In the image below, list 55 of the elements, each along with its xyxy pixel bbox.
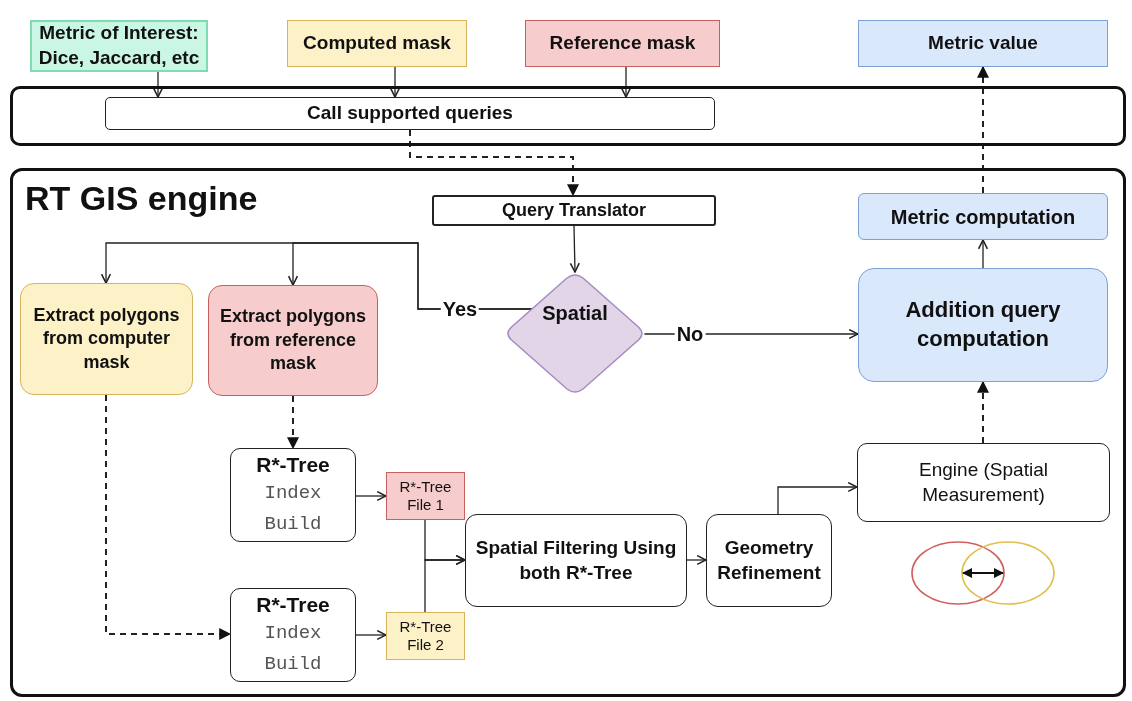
process-box [858,193,1108,240]
box-label: Reference mask [549,31,696,56]
arrow [977,380,989,444]
box-subtitle: Index Build [263,481,323,537]
box-label: R*-Tree File 2 [398,618,453,654]
box-label: Computed mask [303,31,451,56]
arrow [977,239,989,269]
box-label: Engine (Spatial Measurement) [918,457,1049,507]
process-box [857,443,1110,522]
box-label: R*-Tree File 1 [398,478,453,514]
arrow [977,65,989,194]
box-label: Metric of Interest: Dice, Jaccard, etc [37,21,201,70]
box-label: Query Translator [501,198,647,222]
process-box [858,268,1108,382]
box-title: R*-Tree [256,591,330,618]
output-box [858,20,1108,67]
process-box [20,283,193,395]
process-box [105,97,715,130]
process-box [432,195,716,226]
process-box [230,588,356,682]
box-label: Extract polygons from computer mask [32,303,181,374]
arrow [686,554,707,566]
file-box [386,472,465,520]
process-box [706,514,832,607]
interface-panel [10,86,1126,146]
engine-panel [10,168,1126,697]
box-label: Addition query computation [904,296,1062,353]
arrow [424,554,466,613]
arrow [620,66,632,98]
arrow [643,328,859,340]
panel-title: RT GIS engine [25,179,258,218]
arrow [355,629,387,641]
process-box [230,448,356,542]
box-label: Metric computation [890,204,1076,230]
process-box [208,285,378,396]
file-box [386,612,465,660]
box-label: Call supported queries [307,101,513,126]
box-label: Metric value [928,31,1038,56]
input-box [287,20,467,67]
box-label: Geometry Refinement [716,535,822,585]
arrow [409,129,579,197]
arrow [569,225,580,273]
box-label: Spatial Filtering Using both R*-Tree [474,535,678,585]
arrow [389,66,401,98]
process-box [465,514,687,607]
arrow [152,71,164,98]
arrow [287,395,299,450]
arrow [105,394,232,640]
arrow [355,490,387,502]
box-subtitle: Index Build [263,621,323,677]
arrow [777,481,858,515]
input-box [525,20,720,67]
decision-label: Spatial [541,302,609,325]
box-title: R*-Tree [256,451,330,478]
box-label: Extract polygons from reference mask [219,305,367,376]
